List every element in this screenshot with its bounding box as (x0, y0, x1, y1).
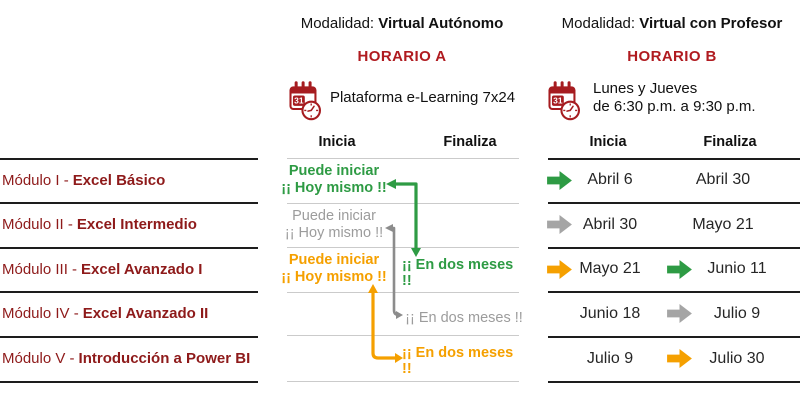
svg-text:31: 31 (553, 95, 563, 105)
start-note-line1: Puede iniciar (292, 207, 376, 224)
calendar-clock-icon: 31 (548, 81, 580, 121)
rule (548, 247, 800, 249)
inicia-arrow-icon (546, 247, 572, 291)
schedule-a: 31 Plataforma e-Learning 7x24 (270, 78, 534, 122)
calendar-clock-icon: 31 (289, 81, 321, 121)
rule (0, 158, 258, 160)
schedule-b-line2: de 6:30 p.m. a 9:30 p.m. (593, 98, 756, 115)
modality-a-label: Modalidad: (300, 15, 375, 32)
start-note-line2: ¡¡ Hoy mismo !! (284, 224, 384, 241)
module-2-prefix: Módulo II - (2, 216, 73, 233)
rule (0, 336, 258, 338)
module-2-name: Excel Intermedio (76, 216, 197, 233)
module-5-name: Introducción a Power BI (78, 350, 251, 367)
rule (0, 202, 258, 204)
horario-b-row-3: Mayo 21 Junio 11 (540, 247, 800, 291)
connector-green (386, 179, 421, 257)
module-row-2: Módulo II - Excel Intermedio (0, 202, 258, 247)
finaliza-date: Abril 30 (695, 171, 751, 188)
start-note-row2: Puede iniciar ¡¡ Hoy mismo !! (278, 202, 390, 247)
inicia-date: Mayo 21 (579, 260, 641, 277)
schedule-b-text: Lunes y Jueves de 6:30 p.m. a 9:30 p.m. (593, 80, 756, 116)
col-header-inicia-a: Inicia (318, 134, 356, 150)
module-4-prefix: Módulo IV - (2, 305, 79, 322)
modality-b-label: Modalidad: (561, 15, 636, 32)
rule (0, 247, 258, 249)
module-3-prefix: Módulo III - (2, 260, 78, 278)
col-header-finaliza-a: Finaliza (443, 134, 497, 150)
schedule-b: 31 Lunes y Jueves de 6:30 p.m. a 9:30 p.… (540, 78, 800, 122)
start-note-line2: ¡¡ Hoy mismo !! (281, 269, 387, 285)
col-header-finaliza-b: Finaliza (703, 134, 757, 150)
module-row-3: Módulo III - Excel Avanzado I (0, 247, 258, 291)
end-note-row3: ¡¡ En dos meses !! (402, 257, 514, 289)
modality-a-value: Virtual Autónomo (378, 15, 504, 32)
rule (0, 291, 258, 293)
start-note-row3: Puede iniciar ¡¡ Hoy mismo !! (278, 247, 390, 291)
modality-b: Modalidad: Virtual con Profesor (540, 15, 800, 33)
module-3-name: Excel Avanzado I (81, 260, 203, 278)
svg-text:31: 31 (294, 95, 304, 105)
schedule-b-line1: Lunes y Jueves (593, 80, 698, 97)
rule (0, 381, 258, 383)
connector-orange (368, 284, 403, 363)
modality-a: Modalidad: Virtual Autónomo (270, 15, 534, 33)
horario-b-row-1: Abril 6 Abril 30 (540, 158, 800, 202)
inicia-date: Julio 9 (586, 349, 634, 367)
module-1-prefix: Módulo I - (2, 171, 69, 189)
horario-b-title: HORARIO B (627, 48, 717, 65)
module-row-1: Módulo I - Excel Básico (0, 158, 258, 202)
inicia-date: Junio 18 (579, 304, 641, 322)
rule (548, 291, 800, 293)
module-4-name: Excel Avanzado II (82, 305, 209, 322)
rule (287, 335, 519, 336)
horario-b-row-5: Julio 9 Julio 30 (540, 336, 800, 381)
module-row-5: Módulo V - Introducción a Power BI (0, 336, 258, 381)
rule (548, 158, 800, 160)
inicia-arrow-icon (546, 202, 572, 247)
end-note-row4: ¡¡ En dos meses !! (405, 309, 523, 326)
start-note-line2: ¡¡ Hoy mismo !! (281, 180, 387, 196)
inicia-date: Abril 6 (587, 171, 633, 188)
inicia-date: Abril 30 (582, 215, 638, 233)
finaliza-arrow-icon (666, 336, 692, 381)
end-note-row5: ¡¡ En dos meses !! (402, 344, 514, 377)
modality-b-value: Virtual con Profesor (639, 15, 783, 32)
finaliza-date: Mayo 21 (692, 215, 754, 233)
finaliza-date: Julio 9 (713, 304, 761, 322)
rule (548, 336, 800, 338)
rule (287, 158, 519, 159)
horario-a-title: HORARIO A (357, 48, 447, 65)
finaliza-date: Julio 30 (709, 349, 765, 367)
rule (548, 202, 800, 204)
col-header-inicia-b: Inicia (589, 134, 627, 150)
finaliza-arrow-icon (666, 291, 692, 336)
start-note-line1: Puede iniciar (288, 252, 380, 268)
module-1-name: Excel Básico (72, 171, 166, 189)
rule (548, 381, 800, 383)
start-note-row1: Puede iniciar ¡¡ Hoy mismo !! (278, 158, 390, 202)
finaliza-date: Junio 11 (707, 260, 767, 277)
schedule-a-text: Plataforma e-Learning 7x24 (329, 89, 516, 106)
start-note-line1: Puede iniciar (288, 163, 380, 179)
horario-b-row-2: Abril 30 Mayo 21 (540, 202, 800, 247)
finaliza-arrow-icon (666, 247, 692, 291)
rule (287, 381, 519, 382)
inicia-arrow-icon (546, 158, 572, 202)
module-row-4: Módulo IV - Excel Avanzado II (0, 291, 258, 336)
horario-b-row-4: Junio 18 Julio 9 (540, 291, 800, 336)
rule (287, 292, 519, 293)
module-5-prefix: Módulo V - (2, 350, 75, 367)
